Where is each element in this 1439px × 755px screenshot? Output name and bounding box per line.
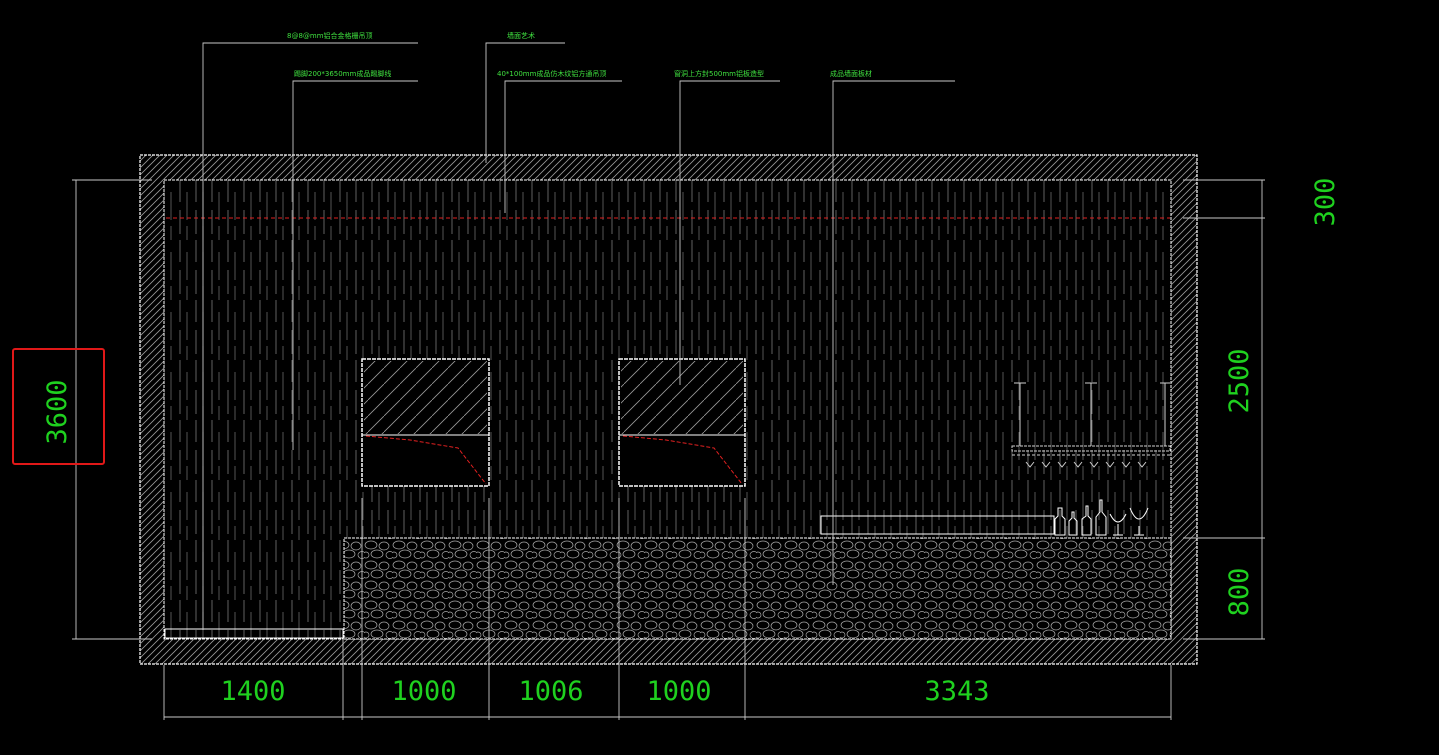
- dimension-bottom-2: 1000: [391, 676, 456, 707]
- dimension-right-1: 300: [1310, 178, 1341, 227]
- annotation-baseboard: 踢脚200*3650mm成品踢脚线: [294, 69, 391, 78]
- annotation-wall-art: 墙面艺术: [507, 31, 535, 40]
- dimension-right-3: 800: [1224, 568, 1255, 617]
- window-1: [361, 358, 490, 487]
- dimension-bottom-3: 1006: [518, 676, 583, 707]
- bottom-dimension-lines: [163, 498, 1172, 720]
- annotation-ceiling-grille: 8@8@mm铝合金格栅吊顶: [287, 31, 373, 40]
- left-dimension-lines: [72, 179, 152, 640]
- annotation-wall-board: 成品墙面板材: [830, 69, 872, 78]
- dimension-left-total: 3600: [42, 379, 73, 444]
- dimension-bottom-5: 3343: [924, 676, 989, 707]
- dimension-bottom-4: 1000: [646, 676, 711, 707]
- dimension-right-2: 2500: [1224, 348, 1255, 413]
- hanging-glass-rack: [1011, 382, 1171, 468]
- window-2: [618, 358, 746, 487]
- dimension-bottom-1: 1400: [220, 676, 285, 707]
- stone-wainscot: [343, 537, 1172, 640]
- annotation-leaders: [202, 42, 955, 630]
- baseboard: [164, 628, 344, 639]
- highlight-box: [12, 348, 105, 465]
- right-dimension-lines: [1183, 179, 1265, 640]
- bar-counter: [820, 499, 1149, 536]
- annotation-ceiling-tube: 40*100mm成品仿木纹铝方通吊顶: [497, 69, 606, 78]
- annotation-window-soffit: 窗洞上方封500mm铝板造型: [674, 69, 764, 78]
